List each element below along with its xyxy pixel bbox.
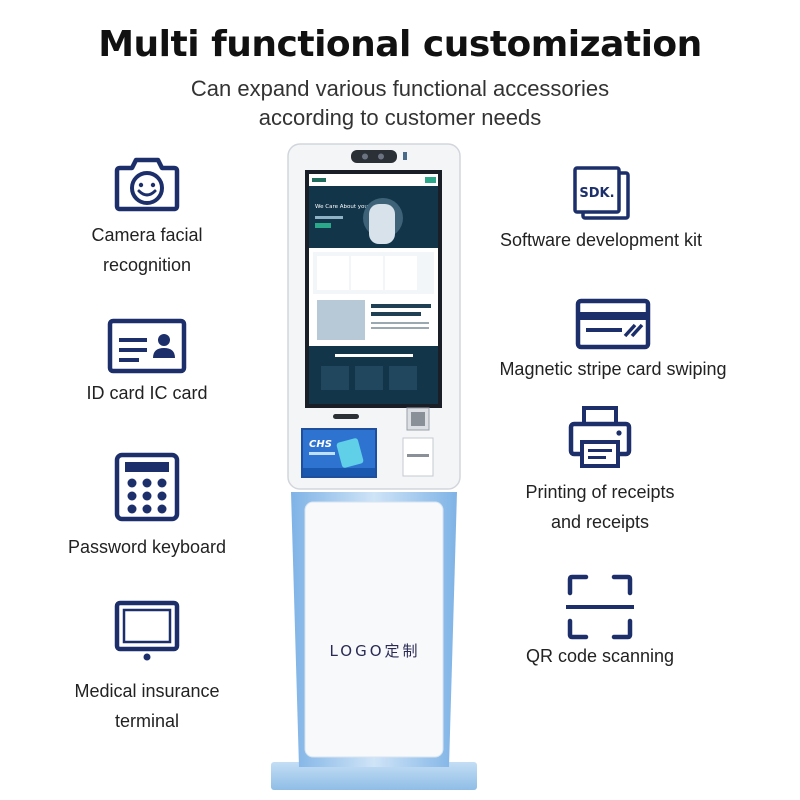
keypad-icon	[114, 452, 180, 522]
feature-receipt-printing: Printing of receipts and receipts	[500, 405, 700, 537]
page-subtitle: Can expand various functional accessorie…	[190, 76, 610, 130]
screen-headline: We Care About your health.	[315, 204, 391, 210]
feature-qr-code-scanning: QR code scanning	[500, 573, 700, 671]
id-card-icon	[107, 318, 187, 374]
feature-label: Password keyboard	[67, 537, 227, 557]
feature-label: Printing of receipts and receipts	[525, 482, 675, 532]
qr-scan-icon	[566, 574, 634, 640]
kiosk-base	[271, 762, 477, 790]
feature-label: Camera facial recognition	[91, 225, 203, 275]
monitor-icon	[114, 600, 180, 661]
camera-face-icon	[114, 157, 180, 212]
feature-label: Medical insurance terminal	[74, 681, 220, 731]
kiosk-sensor	[333, 414, 359, 419]
feature-label: ID card IC card	[86, 383, 208, 403]
sdk-icon-text: SDK.	[579, 186, 614, 201]
feature-label: Software development kit	[499, 230, 703, 250]
kiosk-illustration: We Care About your health. CHS	[271, 143, 477, 790]
feature-label: QR code scanning	[525, 646, 675, 666]
sdk-icon: SDK.	[573, 166, 630, 220]
kiosk-camera	[351, 150, 397, 163]
kiosk-logo-text: LOGO定制	[329, 642, 421, 660]
feature-medical-insurance-terminal: Medical insurance terminal	[47, 600, 247, 736]
feature-magnetic-stripe-card: Magnetic stripe card swiping	[495, 298, 731, 384]
feature-camera-facial-recognition: Camera facial recognition	[47, 154, 247, 280]
printer-icon	[568, 406, 632, 468]
feature-id-card: ID card IC card	[47, 318, 247, 408]
kiosk-front-panel	[304, 501, 444, 758]
lower-screen-brand: CHS	[309, 439, 332, 450]
feature-label: Magnetic stripe card swiping	[499, 359, 727, 379]
page-title: Multi functional customization	[98, 24, 702, 65]
feature-software-development-kit: SDK. Software development kit	[498, 165, 704, 255]
feature-password-keyboard: Password keyboard	[47, 452, 247, 562]
magnetic-card-icon	[575, 298, 651, 350]
